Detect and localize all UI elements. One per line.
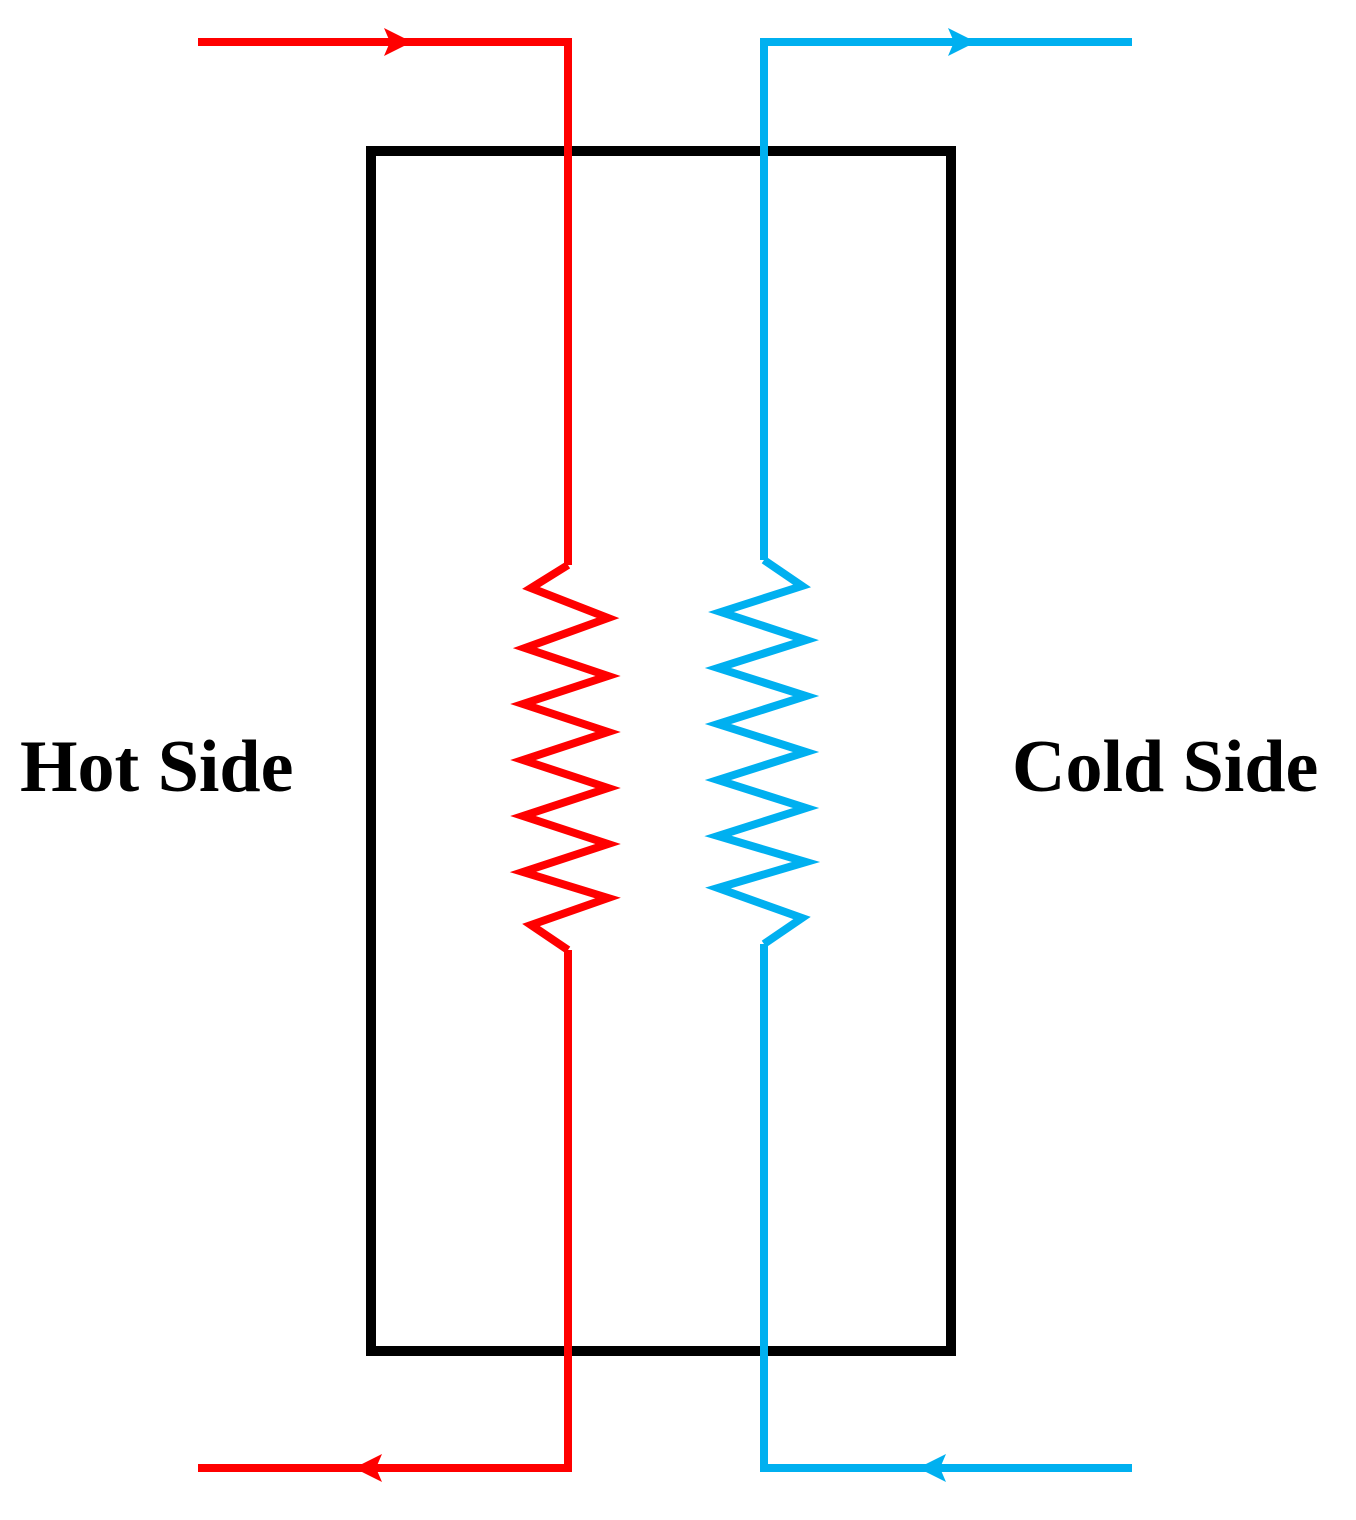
cold-outlet-arrowhead-icon xyxy=(948,28,976,56)
hot-outlet-pipe xyxy=(198,950,572,1472)
exchanger-box xyxy=(366,146,956,1356)
cold-inlet-pipe xyxy=(760,944,1132,1472)
cold-inlet-arrowhead-icon xyxy=(918,1454,946,1482)
cold-stream xyxy=(704,38,1132,1472)
hot-resistor-zigzag-resistor-icon xyxy=(509,561,621,954)
cold-outlet-pipe xyxy=(760,38,1132,560)
hot-inlet-pipe xyxy=(198,38,572,565)
hot-side-label: Hot Side xyxy=(20,726,294,808)
hot-inlet-arrowhead-icon xyxy=(384,28,412,56)
cold-resistor-zigzag-resistor-icon xyxy=(704,556,821,948)
hot-outlet-arrowhead-icon xyxy=(354,1454,382,1482)
cold-side-label: Cold Side xyxy=(1012,726,1319,808)
hot-stream xyxy=(198,38,621,1472)
